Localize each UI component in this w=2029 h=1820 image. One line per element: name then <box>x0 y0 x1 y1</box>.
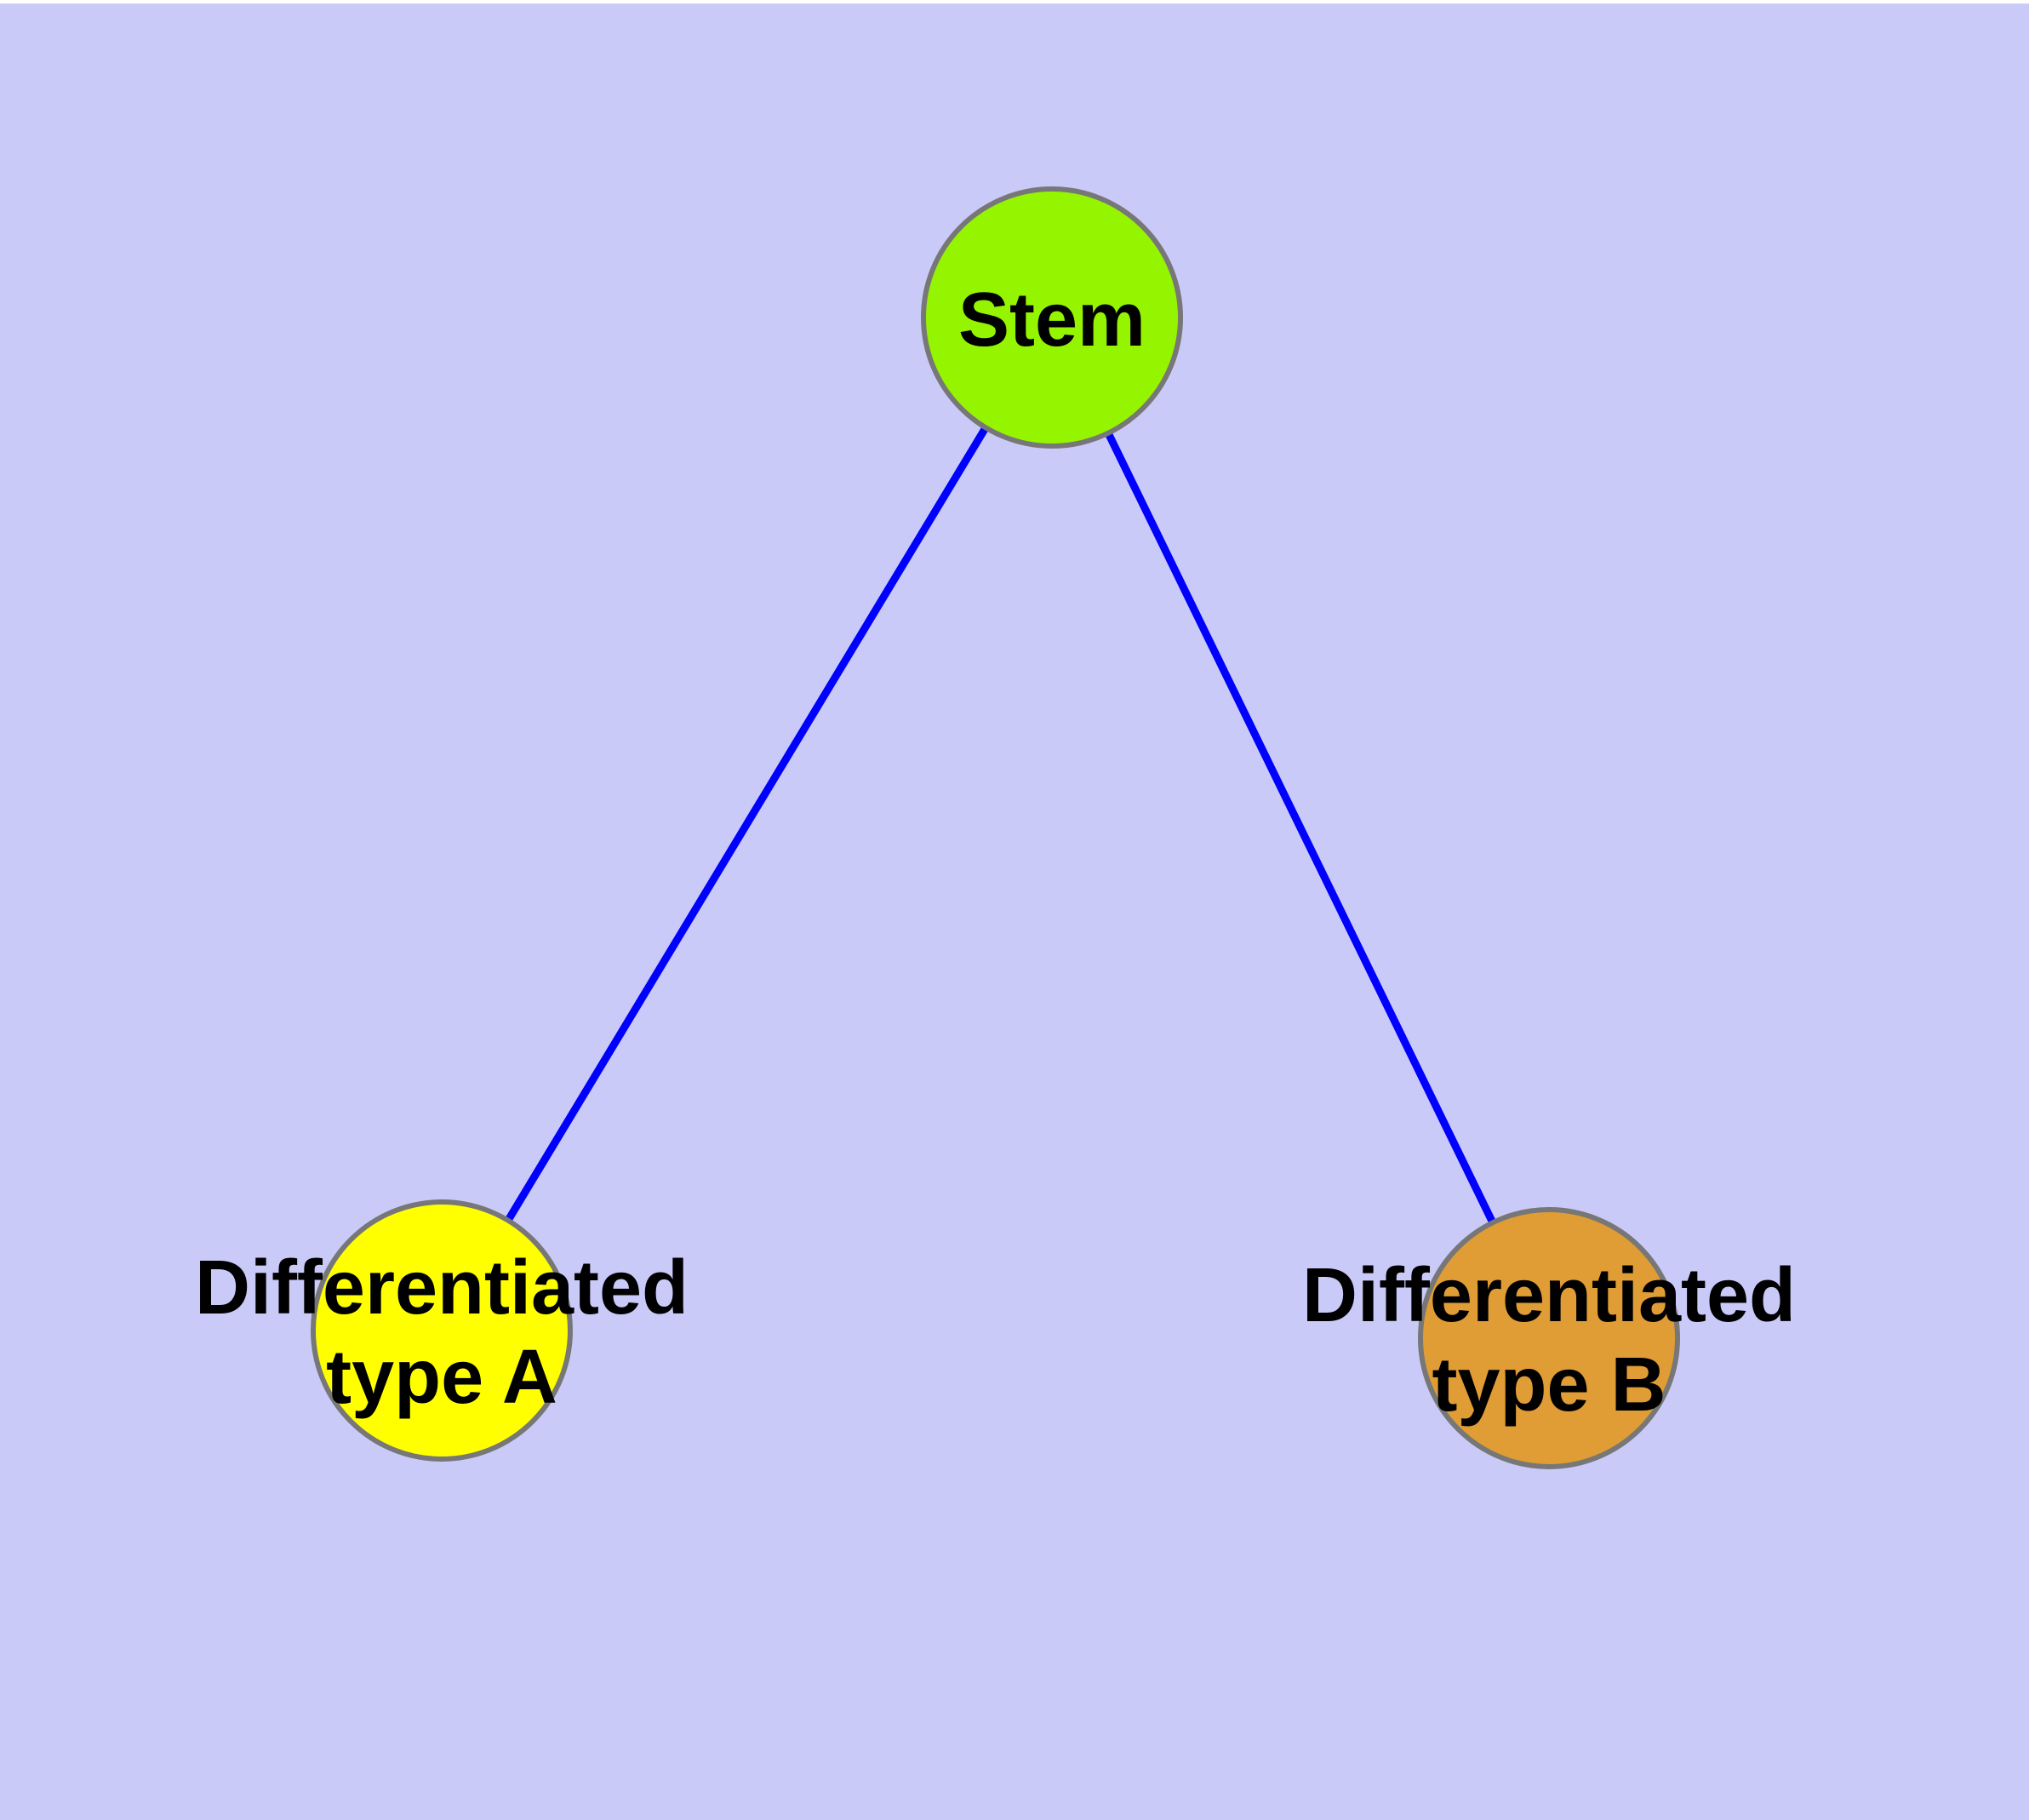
node-stem-label: Stem <box>958 278 1146 363</box>
node-stem <box>921 186 1183 449</box>
node-differentiated-type-b <box>1418 1207 1680 1469</box>
node-differentiated-type-b-label-line1: Differentiated <box>1302 1253 1796 1338</box>
node-differentiated-type-a-label-line2: type A <box>326 1335 557 1420</box>
node-differentiated-type-a <box>311 1199 573 1462</box>
node-differentiated-type-a-label-line1: Differentiated <box>195 1245 689 1331</box>
screenshot-top-edge <box>0 0 2029 4</box>
edge-stem-to-type-a <box>437 313 1056 1335</box>
node-differentiated-type-b-label-line2: type B <box>1432 1342 1666 1428</box>
edge-stem-to-type-b <box>1048 313 1553 1342</box>
